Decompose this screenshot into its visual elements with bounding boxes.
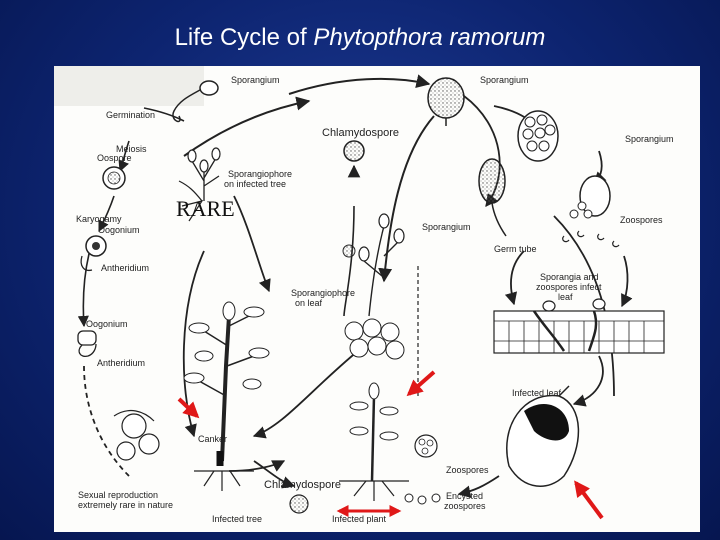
label-infected-plant: Infected plant [332,514,386,524]
label-antheridium-1: Antheridium [101,263,149,273]
title-text: Life Cycle of [175,24,314,51]
label-oospore: Oospore [97,153,132,163]
sporangium-top-left [200,81,218,95]
label-germination: Germination [106,110,155,120]
encysted-zoospore-2 [418,496,426,504]
sporangium-leaf-3 [379,214,389,228]
sexual-structure-3 [117,442,135,460]
leaf-sporangium-2 [593,299,605,309]
arrow-to-leaf-stage [384,116,434,281]
label-sporangium-top-right: Sporangium [480,75,529,85]
red-arrow-infected-leaf [576,483,602,518]
antheridium-lower [79,344,96,356]
label-sporangiophore-leaf-1: Sporangiophore [291,288,355,298]
sexual-structure-2 [139,434,159,454]
label-encysted-1: Encysted [446,491,483,501]
label-infect-3: leaf [558,292,573,302]
empty-sporangium [580,176,610,216]
arrow-zoospores-to-leaf [622,256,628,306]
sporangium-tree-1 [188,150,196,162]
arrow-top-left [184,101,309,156]
chlamydospore-bottom [290,495,308,513]
sporangium-tree-3 [200,160,208,172]
chlamydospore-leaf [343,245,355,257]
label-oogonium-2: Oogonium [86,319,128,329]
label-sporangiophore-leaf-2: on leaf [295,298,322,308]
encysted-zoospore-1 [405,494,413,502]
label-infect-2: zoospores infect [536,282,602,292]
label-chlamydospore-top: Chlamydospore [322,127,399,139]
germ-tube [492,203,506,236]
sporangium-leaf-2 [359,247,369,261]
label-infect-1: Sporangia and [540,272,599,282]
oogonium-lower [78,331,96,345]
slide-title: Life Cycle of Phytopthora ramorum [0,24,720,52]
sporangium-leaf-1 [394,229,404,243]
label-sexual-2: extremely rare in nature [78,500,173,510]
label-germ-tube: Germ tube [494,244,537,254]
oogonium-nucleus [92,242,100,250]
label-rare: RARE [176,197,235,221]
arrow-top [289,79,429,94]
arrow-to-canker [254,346,364,436]
label-infected-leaf: Infected leaf [512,388,561,398]
label-sexual-1: Sexual reproduction [78,490,158,500]
label-sporangiophore-tree-2: on infected tree [224,179,286,189]
arrow-to-infected-leaf [574,356,603,404]
sporangium-tree-2 [212,148,220,160]
life-cycle-diagram: Sporangium Germination Meiosis Oospore K… [54,66,700,532]
leaf-tissue-cells [345,319,404,359]
label-infected-tree: Infected tree [212,514,262,524]
infected-plant-stem [372,396,374,481]
leaf-sporangium-1 [543,301,555,311]
sporangium-germinating [479,159,505,203]
sporangium-large-top [428,78,464,118]
swimming-zoospores [563,231,619,247]
scan-smudge [54,66,204,106]
label-sporangium-right: Sporangium [625,134,674,144]
label-antheridium-2: Antheridium [97,358,145,368]
label-karyogamy: Karyogamy [76,214,122,224]
title-species: Phytopthora ramorum [313,24,545,51]
label-zoospores-bottom: Zoospores [446,465,489,475]
label-oogonium-1: Oogonium [98,225,140,235]
sexual-structure-1 [122,414,146,438]
label-encysted-2: zoospores [444,501,486,511]
arrow-sporangiophore-tree [234,196,269,291]
arrow-germtube-to-leaf [511,251,524,304]
plant-roots [354,481,394,501]
label-chlamydospore-bottom: Chlamydospore [264,479,341,491]
label-zoospores-top: Zoospores [620,215,663,225]
label-sporangium-top-left: Sporangium [231,75,280,85]
label-sporangiophore-tree-1: Sporangiophore [228,169,292,179]
leaf-cross-section [494,311,664,353]
label-canker: Canker [198,434,227,444]
oospore-core [108,172,120,184]
red-arrow-leaf [409,372,434,394]
encysted-zoospore-3 [432,494,440,502]
chlamydospore-top [344,141,364,161]
tree-roots [204,471,240,491]
label-sporangium-mid: Sporangium [422,222,471,232]
arrow-chlamydo-down [344,206,354,316]
sporangiophore-leaf [364,226,399,316]
